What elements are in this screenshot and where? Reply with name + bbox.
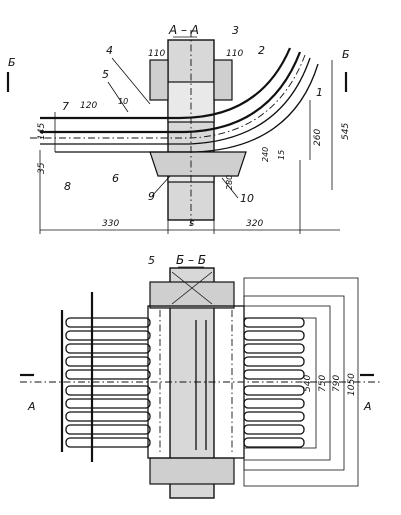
pipe-outer-2 <box>40 51 302 134</box>
right-tube-bundle <box>243 317 305 448</box>
dim-10: 10 <box>118 97 128 106</box>
dim-320: 320 <box>246 219 263 229</box>
callout-7: 7 <box>62 100 69 113</box>
dim-15: 15 <box>277 150 286 160</box>
section-b-b-view: Б – Б 5 <box>20 253 380 499</box>
pipe-outer-4 <box>55 63 319 153</box>
dim-frame-1050 <box>243 277 359 487</box>
section-b-b-title: Б – Б <box>176 253 206 267</box>
left-plate <box>149 59 169 101</box>
dim-120: 120 <box>80 101 97 111</box>
dim-frame-790 <box>243 295 345 471</box>
left-tube-bundle <box>60 292 151 462</box>
leader-4 <box>111 57 151 105</box>
marker-b-right: Б <box>342 48 350 61</box>
callout-1: 1 <box>316 86 323 99</box>
callout-3: 3 <box>232 24 239 37</box>
dim-540: 540 <box>303 375 313 392</box>
cross-2 <box>171 271 213 305</box>
dim-545: 545 <box>341 123 351 140</box>
marker-a-right: А <box>363 400 372 413</box>
callout-8: 8 <box>64 180 71 193</box>
leader-5 <box>107 81 129 113</box>
base-block <box>149 151 247 177</box>
callout-9: 9 <box>148 190 155 203</box>
callout-5: 5 <box>102 68 109 81</box>
right-plate <box>213 59 233 101</box>
dim-790: 790 <box>332 375 342 392</box>
dim-35: 35 <box>37 162 47 174</box>
bottom-clamp <box>149 457 235 485</box>
dim-145: 145 <box>37 123 47 140</box>
marker-a-left: А <box>27 400 36 413</box>
section-a-a-view: А – А Б Б 110 110 <box>6 23 351 234</box>
dim-1050: 1050 <box>347 373 357 396</box>
dim-110-right: 110 <box>226 49 243 59</box>
marker-b-left: Б <box>8 56 16 69</box>
dim-330: 330 <box>102 219 119 229</box>
callout-5-bottom: 5 <box>148 254 155 267</box>
leader-10 <box>221 177 239 199</box>
dim-s: s <box>189 218 194 229</box>
callout-10: 10 <box>240 192 254 205</box>
top-clamp <box>149 281 235 309</box>
callout-6: 6 <box>112 172 119 185</box>
pipe-outer-1 <box>40 47 292 120</box>
leader-9 <box>151 175 171 197</box>
dim-110-left: 110 <box>148 49 165 59</box>
dim-240: 240 <box>261 147 270 162</box>
callout-4: 4 <box>106 44 113 57</box>
callout-2: 2 <box>258 44 265 57</box>
dim-750: 750 <box>318 375 328 392</box>
section-a-a-title: А – А <box>168 23 199 37</box>
dim-280: 280 <box>225 175 234 190</box>
dim-260: 260 <box>313 129 323 146</box>
pipe-axis <box>30 54 306 139</box>
pipe-outer-3 <box>40 57 311 145</box>
